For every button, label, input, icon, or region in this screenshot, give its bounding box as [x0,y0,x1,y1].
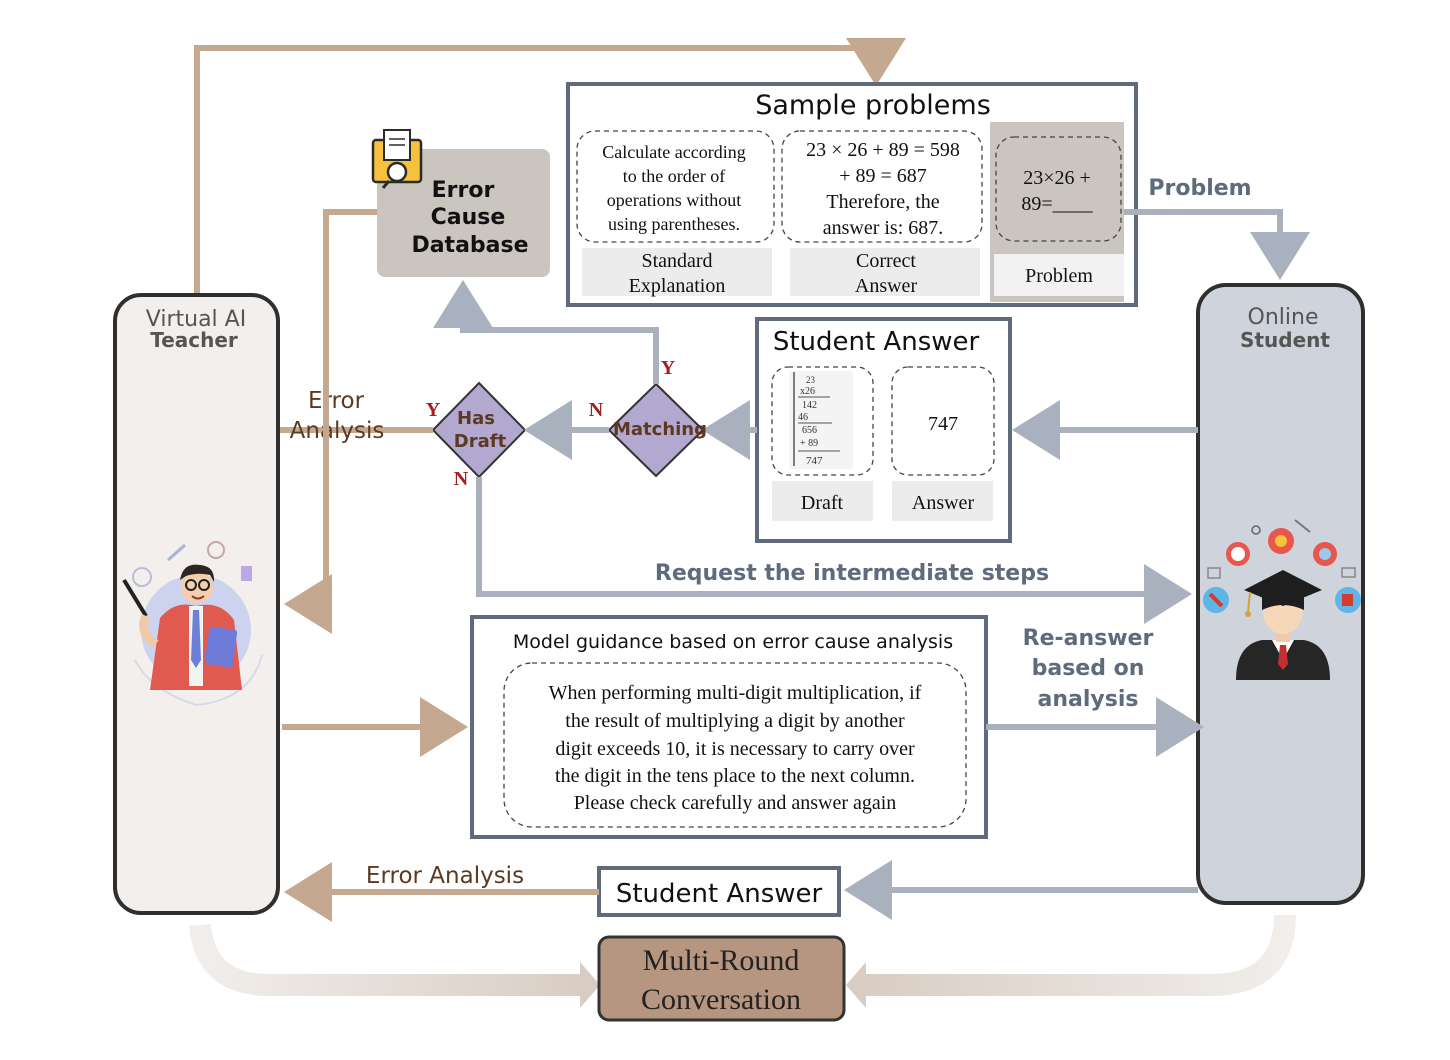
problem-line-1: 23×26 + [1023,167,1091,189]
multi-round-conversation: Multi-Round Conversation [597,935,846,1022]
student-answer-title: Student Answer [773,327,980,357]
explanation-line-1: Calculate according [602,142,745,162]
problem-arrow-label: Problem [1148,176,1251,201]
draft-line-4: 46 [798,412,808,423]
database-line-1: Error [432,178,495,203]
has-draft-no-label: N [454,468,469,490]
database-line-3: Database [411,233,528,258]
conversation-line-2: Conversation [641,983,801,1016]
arrow-database-to-teacher [284,209,377,634]
loop-arrow-right [846,914,1296,1008]
draft-line-6: + 89 [800,438,818,449]
database-line-2: Cause [431,205,506,230]
handwritten-draft: 23 x26 142 46 656 + 89 747 [789,371,853,469]
guidance-line-3: digit exceeds 10, it is necessary to car… [555,738,915,760]
guidance-title: Model guidance based on error cause anal… [513,631,953,653]
answer-line-2: + 89 = 687 [839,165,927,187]
answer-line-3: Therefore, the [826,191,939,213]
student-answer-box: Student Answer 23 x26 142 46 656 + 89 74… [755,317,1012,543]
bottom-student-answer: Student Answer [597,866,841,917]
answer-label-2: Answer [855,275,918,297]
conversation-line-1: Multi-Round [643,944,800,977]
guidance-line-2: the result of multiplying a digit by ano… [565,710,905,732]
request-steps-label: Request the intermediate steps [655,561,1049,586]
explanation-line-3: operations without [607,190,741,210]
loop-arrow-left [189,923,600,1008]
guidance-box: Model guidance based on error cause anal… [470,615,988,839]
student-title-1: Online [1248,305,1319,330]
arrow-request-steps [476,477,1192,624]
matching-decision: Matching [607,382,707,478]
guidance-line-1: When performing multi-digit multiplicati… [549,682,922,704]
teacher-title-2: Teacher [150,328,238,352]
reanswer-label-3: analysis [1038,687,1139,712]
answer-label: Answer [912,492,975,514]
has-draft-decision: Has Draft [431,381,527,479]
has-draft-label-2: Draft [454,431,507,452]
problem-label: Problem [1025,265,1093,287]
draft-label: Draft [801,492,844,514]
teacher-avatar [122,541,263,707]
draft-line-3: 142 [802,400,817,411]
error-analysis-bottom-label: Error Analysis [366,863,524,889]
arrow-teacher-to-problems [194,38,906,296]
problem-line-2: 89=____ [1021,193,1093,215]
explanation-line-2: to the order of [623,166,725,186]
answer-label-1: Correct [856,250,916,272]
matching-label: Matching [613,419,707,440]
explanation-label-1: Standard [641,250,712,272]
explanation-line-4: using parentheses. [608,214,740,234]
sample-problems-box: Sample problems Calculate according to t… [566,82,1138,307]
error-analysis-label-1: Error [308,388,365,414]
student-avatar [1203,519,1361,680]
explanation-label-2: Explanation [629,275,726,297]
draft-line-7: 747 [806,455,823,467]
has-draft-yes-label: Y [426,399,441,421]
reanswer-label-2: based on [1032,656,1145,681]
bottom-student-answer-label: Student Answer [616,879,823,909]
reanswer-label-1: Re-answer [1023,626,1154,651]
answer-line-1: 23 × 26 + 89 = 598 [806,139,960,161]
student-answer-value: 747 [928,413,958,435]
matching-no-label: N [589,399,604,421]
draft-line-5: 656 [802,425,817,436]
guidance-line-5: Please check carefully and answer again [574,792,897,814]
sample-problems-title: Sample problems [755,90,991,121]
draft-line-2: x26 [800,386,815,397]
error-analysis-label-2: Analysis [290,418,385,444]
teacher-title-1: Virtual AI [146,307,246,332]
guidance-line-4: the digit in the tens place to the next … [555,765,915,787]
has-draft-label-1: Has [457,408,495,429]
draft-line-1: 23 [806,375,816,385]
answer-line-4: answer is: 687. [823,217,944,239]
matching-yes-label: Y [661,357,676,379]
arrow-problem-to-student [1124,209,1310,280]
arrow-matching-to-database [433,280,659,384]
student-title-2: Student [1240,328,1330,352]
database-icon [371,129,423,189]
